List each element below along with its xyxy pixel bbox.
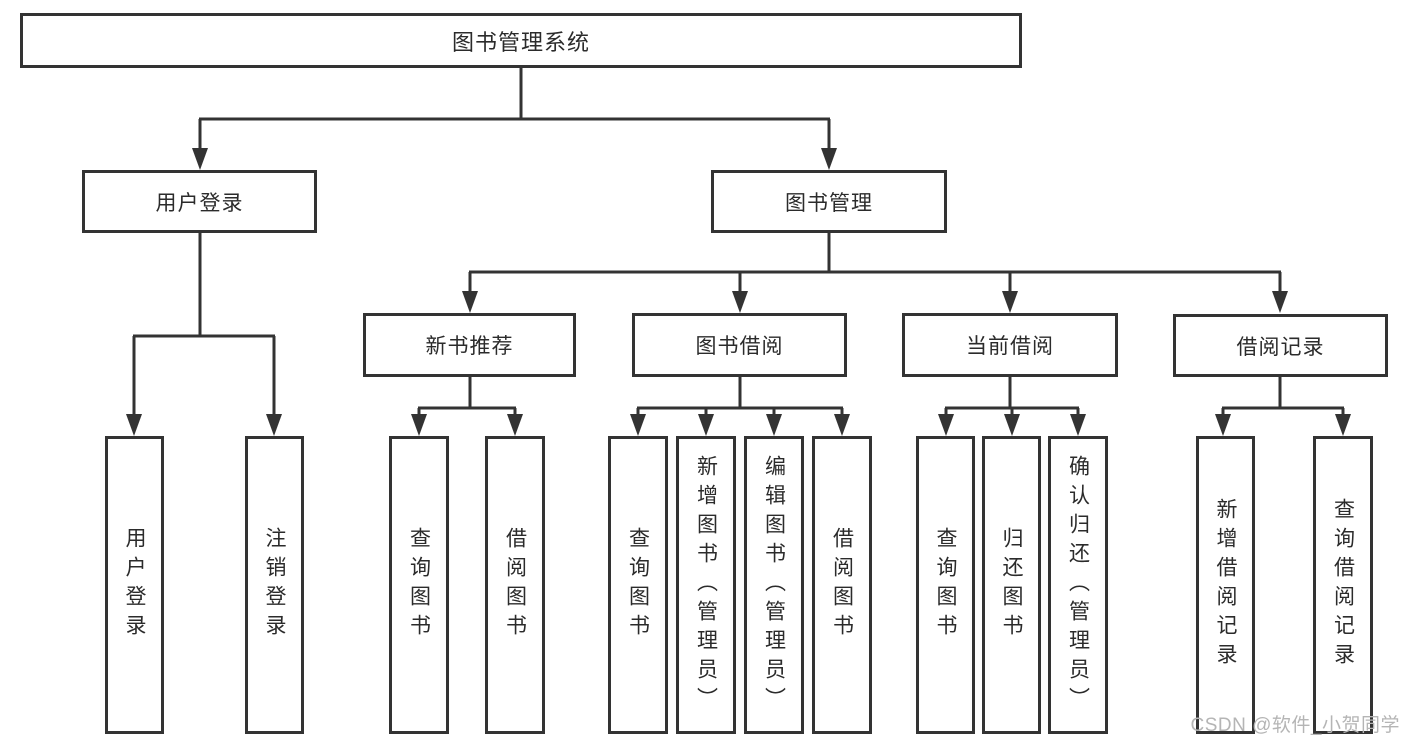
leaf-borrow-query-book: 查询图书	[608, 436, 668, 734]
node-current-borrowing: 当前借阅	[902, 313, 1118, 377]
leaf-borrow-add-book-admin: 新增图书（管理员）	[676, 436, 736, 734]
leaf-user-login: 用户登录	[105, 436, 164, 734]
leaf-borrow-borrow-book: 借阅图书	[812, 436, 872, 734]
node-library-management-system: 图书管理系统	[20, 13, 1022, 68]
leaf-recommend-borrow-book: 借阅图书	[485, 436, 545, 734]
leaf-current-query-book: 查询图书	[916, 436, 975, 734]
node-book-borrowing: 图书借阅	[632, 313, 847, 377]
leaf-logout-login: 注销登录	[245, 436, 304, 734]
leaf-recommend-query-book: 查询图书	[389, 436, 449, 734]
leaf-current-return-book: 归还图书	[982, 436, 1041, 734]
node-borrowing-records: 借阅记录	[1173, 314, 1388, 377]
leaf-borrow-edit-book-admin: 编辑图书（管理员）	[744, 436, 804, 734]
node-user-login: 用户登录	[82, 170, 317, 233]
leaf-records-query-borrow-record: 查询借阅记录	[1313, 436, 1373, 734]
leaf-current-confirm-return-admin: 确认归还（管理员）	[1048, 436, 1108, 734]
leaf-records-add-borrow-record: 新增借阅记录	[1196, 436, 1255, 734]
node-new-book-recommendation: 新书推荐	[363, 313, 576, 377]
node-book-management: 图书管理	[711, 170, 947, 233]
csdn-watermark: CSDN @软件_小贺同学	[1190, 715, 1400, 736]
